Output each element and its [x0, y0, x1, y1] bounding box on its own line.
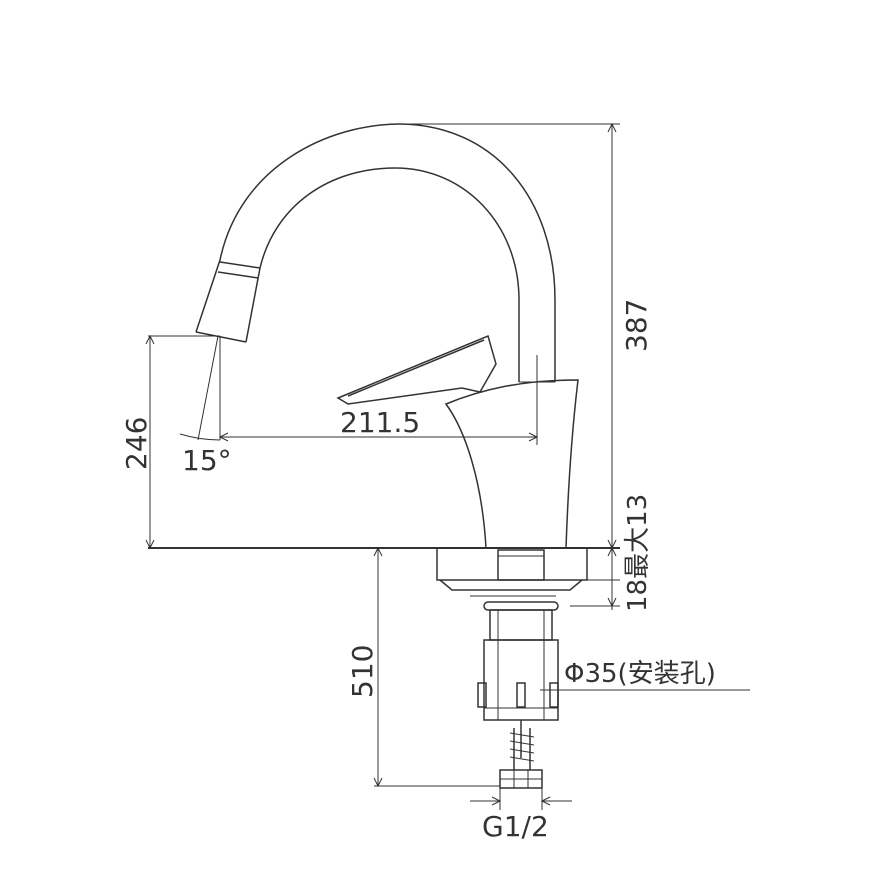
spout-tip: [195, 331, 247, 343]
spout-inner: [245, 167, 520, 382]
dim-hose-length: 510: [346, 546, 500, 788]
handle-lever: [336, 334, 497, 405]
base-flange: [436, 547, 588, 581]
dim-spout-angle: 15°: [179, 335, 232, 477]
spout-height-label: 246: [120, 417, 153, 470]
center-nut: [497, 549, 545, 581]
oring: [483, 601, 559, 611]
aerator-band-bottom: [217, 271, 259, 279]
dim-deck-thickness: 18最大13: [570, 494, 653, 612]
fork-center: [516, 682, 526, 708]
deck-thickness-label: 18最大13: [623, 494, 653, 612]
faucet-body: [444, 379, 579, 549]
hose-length-label: 510: [346, 645, 379, 698]
total-height-label: 387: [620, 299, 653, 352]
spout-angle-label: 15°: [182, 444, 232, 477]
faucet-outline: [148, 123, 620, 789]
aerator-band-top: [219, 261, 261, 269]
base-washer: [439, 579, 583, 591]
dim-inlet-thread: G1/2: [470, 788, 572, 843]
mount-hole-label: Φ35(安装孔): [564, 659, 716, 689]
fork-right: [549, 682, 559, 708]
spout-reach-label: 211.5: [340, 406, 420, 439]
dim-mount-hole: Φ35(安装孔): [540, 659, 750, 691]
spout-outer: [195, 123, 556, 382]
inlet-thread-label: G1/2: [482, 810, 549, 843]
dim-total-height: 387: [400, 122, 653, 550]
fork-left: [477, 682, 487, 708]
dim-spout-height: 246: [120, 334, 220, 550]
hose-spring: [509, 732, 535, 762]
handle-lever-edge: [347, 339, 485, 397]
dim-spout-reach: 211.5: [218, 406, 539, 442]
shank: [489, 609, 553, 641]
